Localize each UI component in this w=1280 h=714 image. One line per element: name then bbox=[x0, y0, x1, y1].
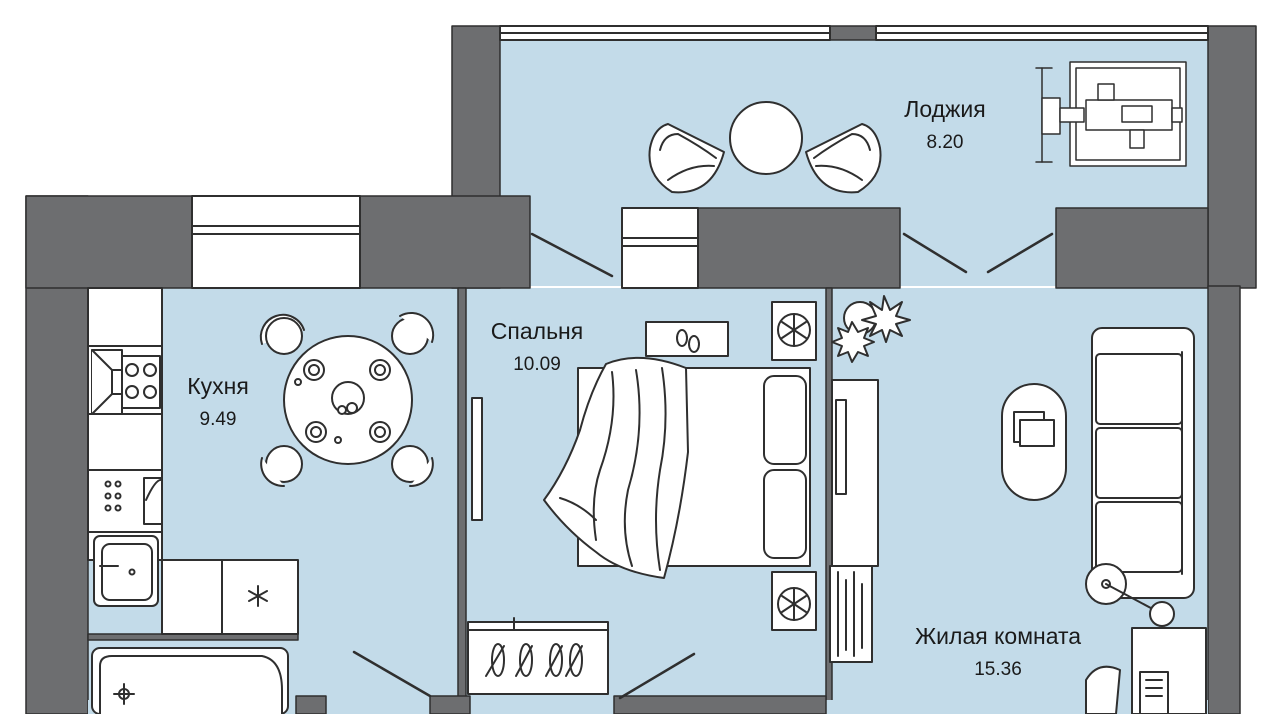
living-label: Жилая комната 15.36 bbox=[915, 622, 1081, 682]
dining-set bbox=[259, 311, 435, 488]
kitchen-area: 9.49 bbox=[199, 409, 237, 430]
loggia-furniture bbox=[648, 61, 1187, 194]
kitchen-door bbox=[352, 650, 432, 698]
double-bed bbox=[543, 356, 811, 579]
walls bbox=[25, 25, 1257, 714]
bedroom-loggia-door bbox=[530, 232, 614, 278]
sofa bbox=[1091, 327, 1195, 599]
kitchen-name: Кухня bbox=[187, 373, 249, 399]
exercise-machine bbox=[1035, 61, 1187, 167]
living-area: 15.36 bbox=[974, 659, 1022, 680]
pillow-top bbox=[763, 375, 807, 465]
bedside-table-bottom bbox=[771, 571, 817, 631]
living-furniture bbox=[829, 295, 1207, 714]
doors bbox=[352, 232, 1054, 700]
armchair-right bbox=[805, 123, 882, 194]
oven-icon bbox=[104, 477, 163, 525]
slippers-icon bbox=[676, 329, 700, 353]
shoe-rack bbox=[467, 617, 609, 695]
bedroom-label: Спальня 10.09 bbox=[491, 317, 583, 377]
kitchen-furniture bbox=[87, 287, 435, 635]
living-loggia-door-right bbox=[986, 232, 1054, 274]
hood-icon bbox=[91, 349, 123, 415]
radiator bbox=[829, 565, 873, 663]
wardrobe-mirror bbox=[471, 397, 483, 521]
coffee-table bbox=[1001, 383, 1067, 501]
bedroom-door bbox=[618, 652, 696, 700]
armchair-left bbox=[648, 123, 725, 194]
living-name: Жилая комната bbox=[914, 623, 1082, 649]
windows bbox=[191, 25, 1209, 289]
loggia-area: 8.20 bbox=[926, 132, 964, 153]
loggia-name: Лоджия bbox=[904, 96, 986, 122]
bedroom-area: 10.09 bbox=[513, 354, 561, 375]
floor-lamp bbox=[1085, 563, 1175, 627]
loggia-label: Лоджия 8.20 bbox=[904, 95, 986, 155]
loggia-round-table bbox=[729, 101, 803, 175]
bathtub bbox=[91, 647, 289, 714]
sink-icon bbox=[93, 535, 159, 607]
bedroom-furniture bbox=[467, 301, 817, 695]
stove-icon bbox=[121, 355, 161, 409]
blanket bbox=[543, 356, 689, 579]
bedroom-window bbox=[621, 207, 699, 289]
drain-icon bbox=[113, 683, 135, 705]
desk bbox=[1085, 627, 1207, 714]
kitchen-window bbox=[191, 195, 361, 289]
living-loggia-door-left bbox=[902, 232, 968, 274]
kitchen-label: Кухня 9.49 bbox=[187, 372, 249, 432]
snowflake-icon bbox=[248, 585, 268, 607]
lower-cabinet-left bbox=[161, 559, 223, 635]
plant-icon bbox=[831, 295, 911, 363]
pillow-bottom bbox=[763, 469, 807, 559]
tv-icon bbox=[835, 399, 847, 495]
bedroom-name: Спальня bbox=[490, 318, 584, 344]
bedside-table-top bbox=[771, 301, 817, 361]
